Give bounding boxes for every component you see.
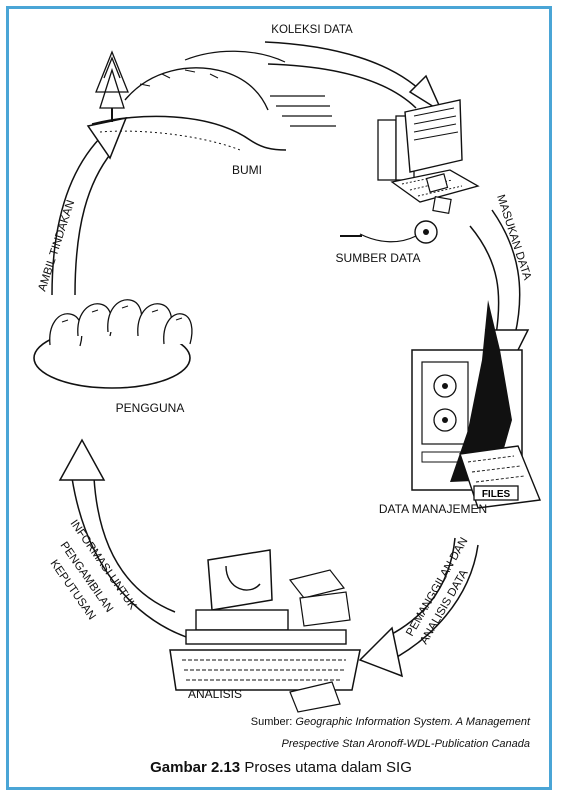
caption-source-line2: Prespective Stan Aronoff-WDL-Publication… bbox=[282, 738, 530, 750]
figure-number: Gambar 2.13 bbox=[150, 759, 241, 776]
caption-source-title: Geographic Information System. A Managem… bbox=[295, 716, 530, 728]
flow-label-ambil-tindakan: AMBIL TINDAKAN bbox=[36, 199, 77, 293]
caption-source-publisher: Prespective Stan Aronoff-WDL-Publication… bbox=[281, 738, 530, 750]
data-sources-illustration bbox=[340, 99, 480, 244]
earth-landscape-illustration bbox=[91, 50, 336, 151]
analysis-workstation-illustration bbox=[169, 549, 361, 713]
stage-label-sumber-data: SUMBER DATA bbox=[336, 251, 421, 265]
users-group-illustration bbox=[33, 299, 193, 389]
arrow-koleksi-data bbox=[264, 41, 444, 114]
arrow-ambil-tindakan bbox=[51, 116, 128, 296]
stage-label-data-manajemen: DATA MANAJEMEN bbox=[379, 502, 487, 516]
figure-title: Proses utama dalam SIG bbox=[240, 759, 412, 776]
data-management-illustration: FILES bbox=[411, 300, 541, 509]
stage-label-bumi: BUMI bbox=[232, 163, 262, 177]
caption-source-prefix: Sumber: bbox=[250, 716, 296, 728]
figure-caption: Gambar 2.13 Proses utama dalam SIG bbox=[0, 759, 562, 776]
files-label: FILES bbox=[482, 489, 511, 500]
flow-label-masukan-data: MASUKAN DATA bbox=[494, 193, 533, 282]
arrow-informasi-keputusan bbox=[58, 438, 196, 641]
flow-label-koleksi-data: KOLEKSI DATA bbox=[271, 24, 353, 36]
stage-label-analisis: ANALISIS bbox=[188, 687, 242, 701]
arrow-pemanggilan-analisis bbox=[358, 537, 479, 678]
caption-source-line1: Sumber: Geographic Information System. A… bbox=[251, 716, 530, 728]
stage-label-pengguna: PENGGUNA bbox=[116, 401, 185, 415]
